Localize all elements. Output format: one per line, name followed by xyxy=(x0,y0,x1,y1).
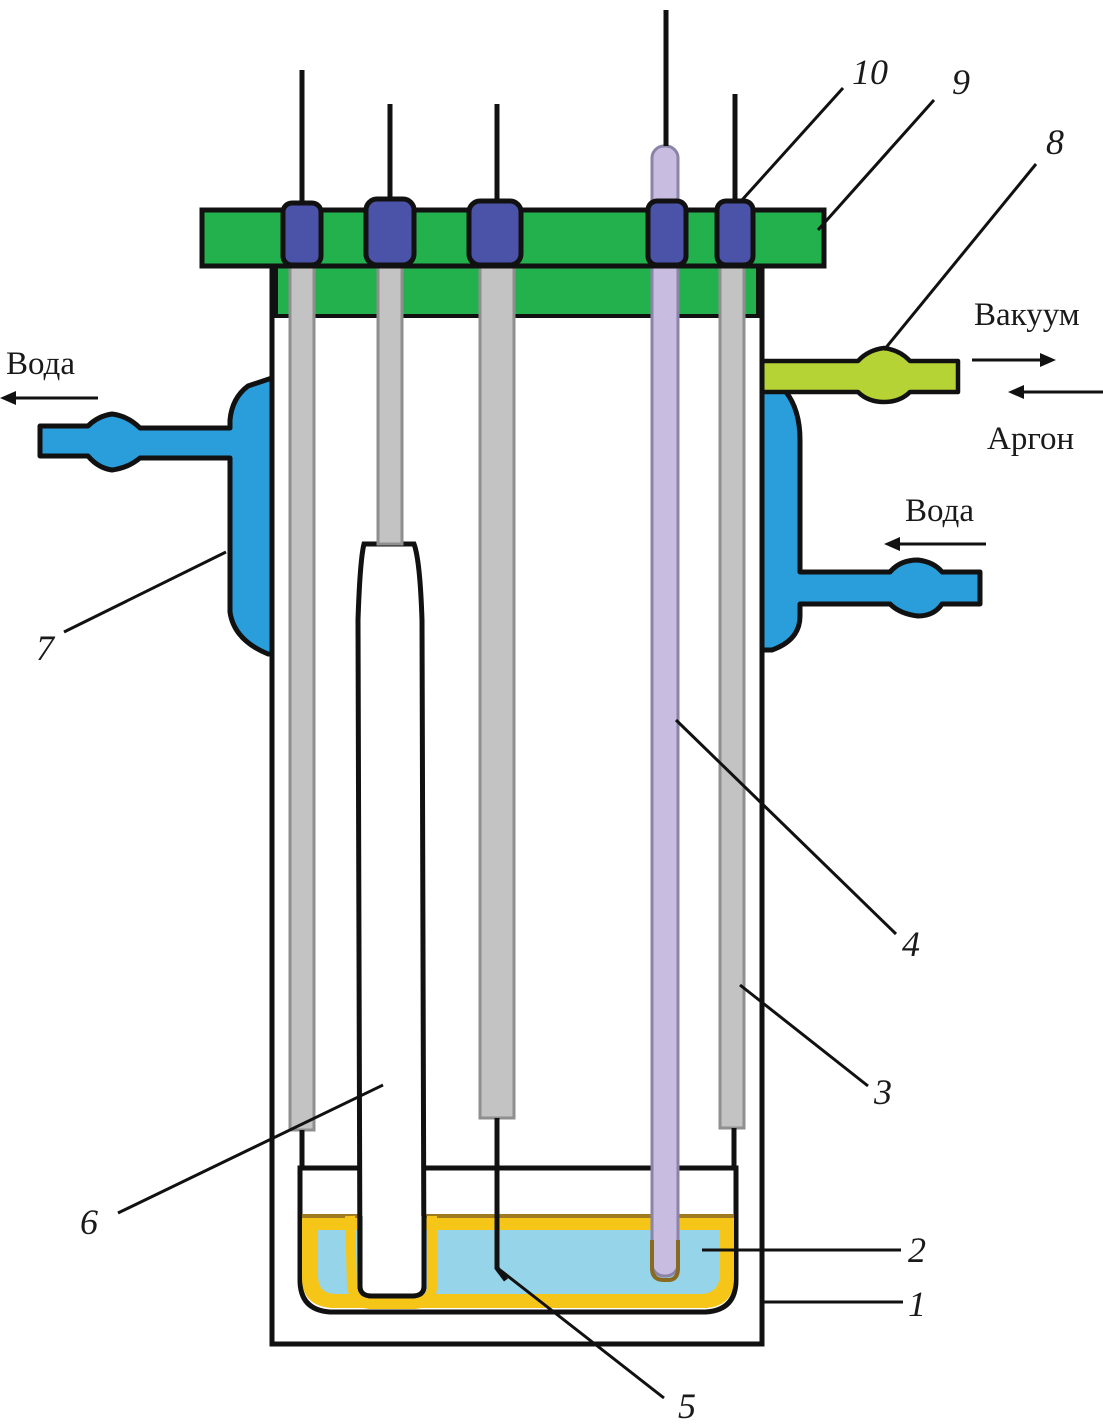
electrode-6-tube xyxy=(355,541,427,1299)
rod-reference xyxy=(718,260,746,1130)
label-2: 2 xyxy=(908,1230,926,1270)
label-water-out: Вода xyxy=(6,346,75,382)
cooling-jacket-right xyxy=(759,383,983,653)
label-4: 4 xyxy=(902,924,920,964)
arrow-water-out xyxy=(0,391,98,405)
thermocouple-sheath xyxy=(650,144,680,1278)
lid-plug-inner xyxy=(274,264,760,318)
cooling-jacket-left xyxy=(37,375,275,657)
label-argon: Аргон xyxy=(987,421,1074,457)
label-1: 1 xyxy=(908,1284,926,1324)
arrow-argon-in xyxy=(1008,385,1103,399)
seal-1 xyxy=(280,200,324,268)
leader-4 xyxy=(674,718,898,936)
leader-7 xyxy=(63,550,227,634)
label-8: 8 xyxy=(1046,122,1064,162)
leader-10 xyxy=(740,86,845,202)
label-9: 9 xyxy=(952,62,970,102)
rod-electrode-5 xyxy=(478,260,516,1120)
leader-5 xyxy=(499,1268,665,1400)
label-3: 3 xyxy=(873,1072,892,1112)
seal-4 xyxy=(645,198,689,268)
seal-5 xyxy=(714,198,756,268)
rod-electrode-6 xyxy=(376,260,404,546)
electrode-6-melt-wall xyxy=(345,1215,437,1309)
label-6: 6 xyxy=(80,1202,98,1242)
leader-6 xyxy=(117,1083,384,1215)
arrow-vacuum-out xyxy=(972,353,1056,367)
arrow-water-in xyxy=(884,537,986,551)
thermocouple-tip xyxy=(650,1240,680,1282)
leader-8 xyxy=(882,163,1038,351)
label-vacuum: Вакуум xyxy=(974,297,1080,333)
rod-left xyxy=(288,260,316,1132)
leader-9 xyxy=(816,99,936,231)
label-water-in: Вода xyxy=(905,493,974,529)
leader-3 xyxy=(739,983,869,1088)
seal-3 xyxy=(466,198,524,268)
electrode-6-bottom xyxy=(357,1216,427,1299)
electrode-5-wire xyxy=(494,1118,508,1282)
seal-2 xyxy=(363,196,417,268)
label-7: 7 xyxy=(36,628,56,668)
label-5: 5 xyxy=(678,1386,696,1426)
label-10: 10 xyxy=(852,52,888,92)
gas-port xyxy=(757,345,961,405)
